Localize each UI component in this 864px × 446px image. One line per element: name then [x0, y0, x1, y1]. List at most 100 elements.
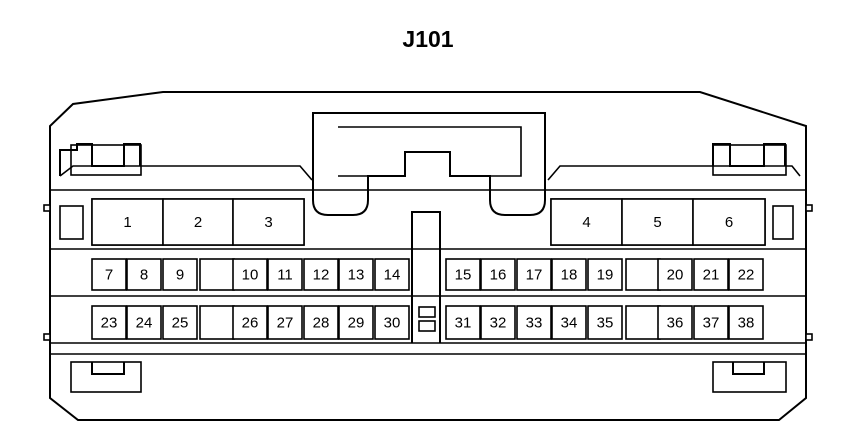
- pin-number: 13: [348, 267, 365, 284]
- pin-cavity: [445, 305, 481, 340]
- latch-inner: [338, 126, 522, 177]
- blank-cavity: [199, 258, 235, 291]
- housing-inner-edge: [59, 165, 801, 181]
- pin-cavity: [162, 258, 198, 291]
- left-lower-clip-box: [70, 361, 142, 393]
- pin-cavity: [303, 258, 339, 291]
- pin-cavity: [267, 258, 303, 291]
- pin-number: 1: [123, 214, 131, 231]
- right-key: [772, 205, 794, 240]
- right-stud-bottom: [805, 333, 813, 341]
- left-upper-clip-box: [70, 144, 142, 176]
- pin-cavity: [232, 305, 268, 340]
- pin-number: 26: [242, 315, 259, 332]
- pin-cavity: [232, 258, 268, 291]
- pin-number: 9: [176, 267, 184, 284]
- pin-number: 24: [136, 315, 153, 332]
- connector-title: J101: [402, 26, 454, 52]
- pin-cavity: [587, 258, 623, 291]
- pin-cavity: [338, 258, 374, 291]
- pin-number: 18: [561, 267, 578, 284]
- pin-cavity: [445, 258, 481, 291]
- blank-cavity: [625, 305, 661, 340]
- pin-cavity: [693, 305, 729, 340]
- pin-number: 37: [703, 315, 720, 332]
- right-lower-clip-box: [712, 361, 787, 393]
- pin-number: 23: [101, 315, 118, 332]
- pin-cavity: [267, 305, 303, 340]
- pin-cavity: [480, 305, 516, 340]
- pin-cavity: [693, 258, 729, 291]
- pin-number: 11: [277, 267, 293, 284]
- pin-cavity: [551, 305, 587, 340]
- connector-housing-outline: [49, 91, 807, 421]
- pin-number: 15: [455, 267, 472, 284]
- pin-number: 32: [490, 315, 507, 332]
- pin-cavity: [657, 305, 693, 340]
- right-stud-top: [805, 204, 813, 212]
- pin-cavity: [551, 258, 587, 291]
- pin-number: 34: [561, 315, 578, 332]
- pin-number: 35: [597, 315, 614, 332]
- pin-cavity: [91, 305, 127, 340]
- pin-cavity: [657, 258, 693, 291]
- pin-cavity: [516, 305, 552, 340]
- pin-number: 3: [264, 214, 272, 231]
- pin-number: 33: [526, 315, 543, 332]
- pin-number: 6: [725, 214, 733, 231]
- pin-number: 20: [667, 267, 684, 284]
- pin-number: 22: [738, 267, 755, 284]
- pin-number: 5: [653, 214, 661, 231]
- pin-cavity: [126, 258, 162, 291]
- pin-number: 29: [348, 315, 365, 332]
- pin-cavity: [232, 198, 305, 246]
- pin-cavity: [692, 198, 766, 246]
- pin-cavity: [516, 258, 552, 291]
- pin-cavity: [303, 305, 339, 340]
- pin-number: 4: [582, 214, 590, 231]
- pin-number: 36: [667, 315, 684, 332]
- pin-number: 14: [384, 267, 401, 284]
- center-keyway: [411, 211, 441, 343]
- pin-cavity: [728, 305, 764, 340]
- pin-cavity: [126, 305, 162, 340]
- pin-cavity: [587, 305, 623, 340]
- blank-cavity: [199, 305, 235, 340]
- pin-number: 38: [738, 315, 755, 332]
- left-key: [59, 205, 84, 240]
- pin-number: 28: [313, 315, 330, 332]
- pin-number: 25: [172, 315, 189, 332]
- pin-number: 10: [242, 267, 259, 284]
- left-lower-clip: [91, 362, 125, 375]
- right-upper-clip-box: [712, 144, 787, 176]
- pin-cavity: [374, 305, 410, 340]
- pin-cavity: [338, 305, 374, 340]
- pin-number: 21: [703, 267, 720, 284]
- right-upper-clip: [712, 143, 786, 167]
- pin-number: 30: [384, 315, 401, 332]
- left-upper-clip: [59, 143, 141, 176]
- right-lower-clip: [732, 362, 765, 375]
- pin-cavity: [480, 258, 516, 291]
- latch-outer: [312, 112, 546, 216]
- pin-cavity: [374, 258, 410, 291]
- pin-number: 16: [490, 267, 507, 284]
- left-stud-bottom: [43, 333, 51, 341]
- pin-number: 2: [194, 214, 202, 231]
- pin-number: 7: [105, 267, 113, 284]
- blank-cavity: [625, 258, 661, 291]
- pin-cavity: [162, 305, 198, 340]
- pin-number: 19: [597, 267, 614, 284]
- center-slot-lower: [418, 320, 436, 332]
- center-slot-upper: [418, 306, 436, 318]
- pin-number: 27: [277, 315, 294, 332]
- pin-number: 17: [526, 267, 543, 284]
- left-stud-top: [43, 204, 51, 212]
- pin-cavity: [162, 198, 234, 246]
- pin-cavity: [91, 258, 127, 291]
- pin-number: 31: [455, 315, 472, 332]
- pin-number: 8: [140, 267, 148, 284]
- pin-number: 12: [313, 267, 330, 284]
- pin-cavity: [728, 258, 764, 291]
